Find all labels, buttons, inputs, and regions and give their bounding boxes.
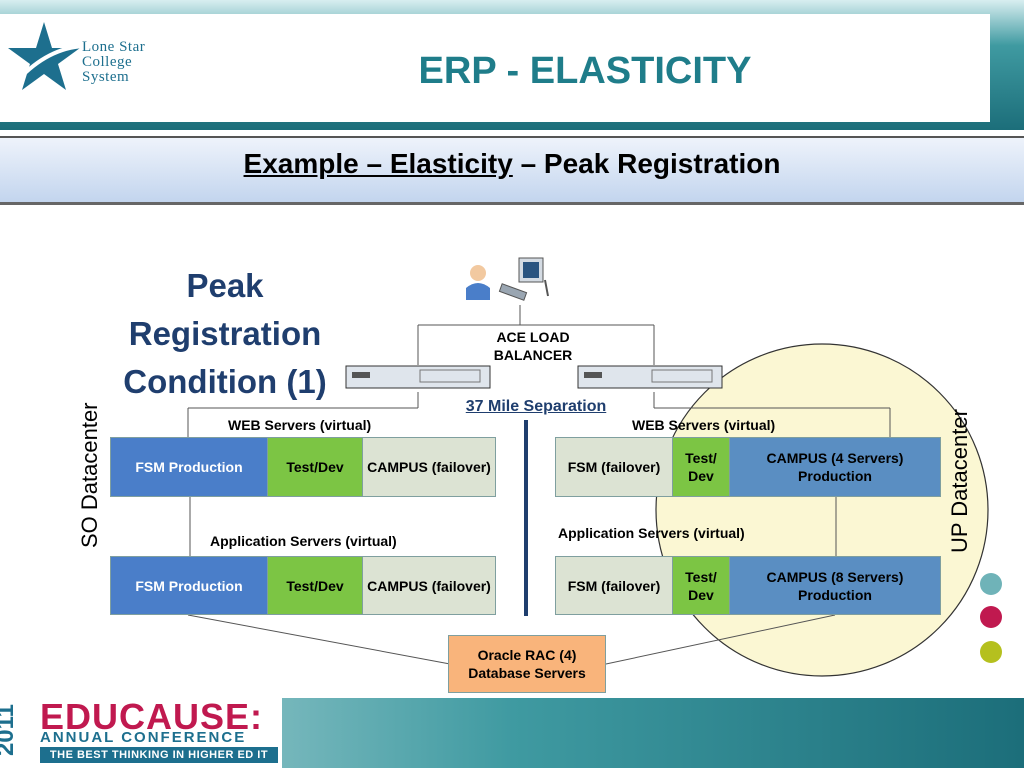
separation-label: 37 Mile Separation [465, 398, 607, 415]
footer-year: 2011 [0, 703, 20, 757]
decor-dot-lime [980, 641, 1002, 663]
subtitle: Example – Elasticity – Peak Registration [0, 148, 1024, 180]
load-balancer-right-icon [577, 365, 723, 389]
condition-title-line-3: Condition (1) [123, 363, 327, 400]
so-app-servers-label: Application Servers (virtual) [210, 533, 397, 549]
load-balancer-label: ACE LOAD BALANCER [493, 329, 573, 363]
oracle-database-box: Oracle RAC (4) Database Servers [448, 635, 606, 693]
logo-line-1: Lone Star [82, 39, 146, 55]
up-app-testdev-box: Test/ Dev [672, 556, 730, 615]
so-web-campus-box: CAMPUS (failover) [362, 437, 496, 497]
load-balancer-left-icon [345, 365, 491, 389]
logo-text: Lone Star College System [82, 40, 145, 85]
footer-org-name: EDUCAUSE: [40, 696, 264, 737]
decor-dot-teal [980, 573, 1002, 595]
so-web-fsm-box: FSM Production [110, 437, 268, 497]
subtitle-underlined: Example – Elasticity [243, 148, 513, 179]
footer-conference: ANNUAL CONFERENCE [40, 729, 247, 746]
star-logo-icon [8, 22, 85, 90]
so-web-servers-label: WEB Servers (virtual) [228, 417, 372, 433]
so-datacenter-label: SO Datacenter [77, 402, 102, 548]
decor-dot-magenta [980, 606, 1002, 628]
logo-line-2: College [82, 54, 133, 70]
header-panel [0, 14, 990, 122]
up-web-campus-box: CAMPUS (4 Servers) Production [729, 437, 941, 497]
condition-title: Peak Registration Condition (1) [90, 262, 360, 406]
so-app-testdev-box: Test/Dev [267, 556, 363, 615]
so-app-fsm-box: FSM Production [110, 556, 268, 615]
subtitle-bar [0, 136, 1024, 205]
slide-title: ERP - ELASTICITY [418, 50, 752, 92]
peak-highlight-circle [655, 343, 989, 677]
up-app-servers-label: Application Servers (virtual) [558, 525, 745, 541]
up-app-campus-box: CAMPUS (8 Servers) Production [729, 556, 941, 615]
computer-icon [498, 257, 549, 301]
condition-title-line-2: Registration [128, 315, 322, 352]
so-web-testdev-box: Test/Dev [267, 437, 363, 497]
subtitle-rest: – Peak Registration [512, 148, 781, 179]
footer-tagline: THE BEST THINKING IN HIGHER ED IT [40, 747, 278, 763]
up-app-fsm-box: FSM (failover) [555, 556, 673, 615]
up-web-testdev-box: Test/ Dev [672, 437, 730, 497]
condition-title-line-1: Peak [186, 267, 264, 304]
so-app-campus-box: CAMPUS (failover) [362, 556, 496, 615]
up-datacenter-label: UP Datacenter [947, 409, 972, 553]
user-icon [466, 265, 490, 300]
up-web-servers-label: WEB Servers (virtual) [632, 417, 776, 433]
logo-line-3: System [82, 69, 130, 85]
up-web-fsm-box: FSM (failover) [555, 437, 673, 497]
